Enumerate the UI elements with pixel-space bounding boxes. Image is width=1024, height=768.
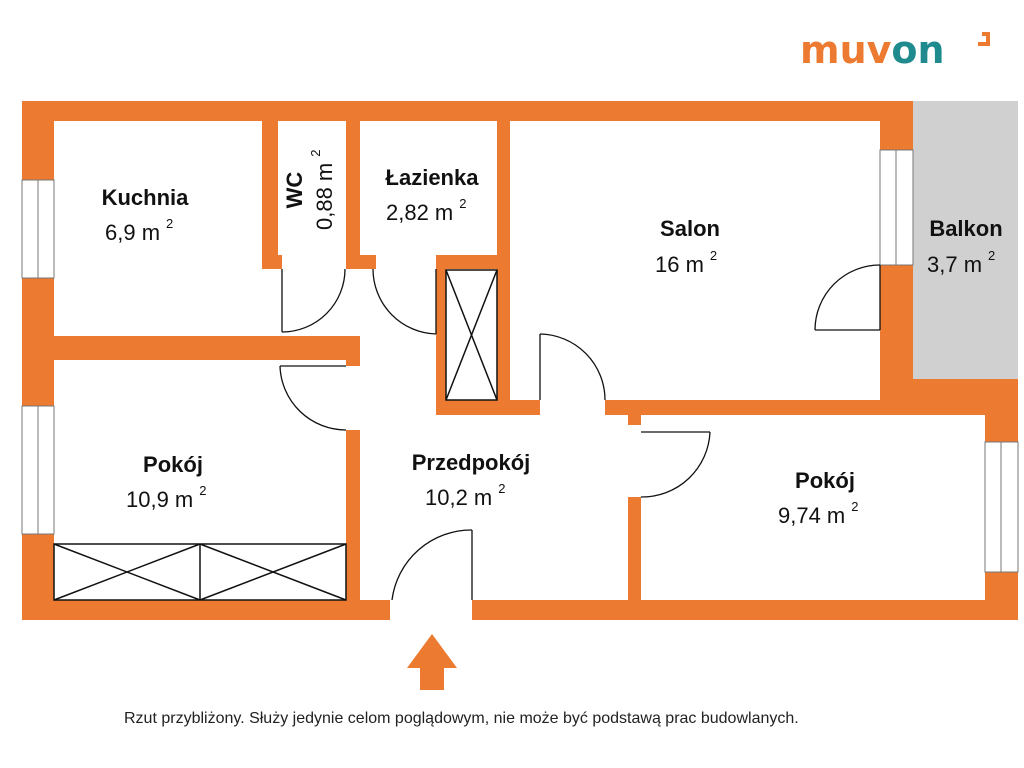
svg-text:muvon: muvon xyxy=(800,28,945,72)
brand-part2: on xyxy=(891,28,944,72)
room-right: Pokój 9,74 m 2 xyxy=(778,468,859,528)
room-area-sup: 2 xyxy=(851,499,858,514)
outer-walls xyxy=(22,101,1018,620)
room-hall: Przedpokój 10,2 m 2 xyxy=(412,450,531,510)
brand-logo: muvon xyxy=(800,28,990,72)
room-area: 0,88 m xyxy=(312,163,337,230)
room-wc: WC 0,88 m 2 xyxy=(282,150,337,231)
room-name: Salon xyxy=(660,216,720,241)
door-room-right xyxy=(640,431,711,498)
svg-text:16 m2: 16 m 2 xyxy=(655,248,717,277)
disclaimer-note: Rzut przybliżony. Służy jedynie celom po… xyxy=(124,710,799,727)
balcony-floor xyxy=(913,101,1018,379)
svg-text:6,9 m2: 6,9 m 2 xyxy=(105,216,173,245)
logo-mark-icon xyxy=(978,32,990,46)
door-entrance xyxy=(391,529,473,601)
interior-walls xyxy=(54,121,885,620)
room-area: 10,9 m xyxy=(126,487,193,512)
doors xyxy=(279,264,881,601)
room-area-sup: 2 xyxy=(498,481,505,496)
svg-text:3,7 m2: 3,7 m 2 xyxy=(927,248,995,277)
room-name: WC xyxy=(282,172,307,209)
room-left: Pokój 10,9 m 2 xyxy=(126,452,207,512)
room-balcony: Balkon 3,7 m 2 xyxy=(927,216,1003,277)
room-area: 10,2 m xyxy=(425,485,492,510)
door-bathroom xyxy=(372,268,437,335)
room-name: Balkon xyxy=(929,216,1002,241)
svg-text:9,74 m2: 9,74 m 2 xyxy=(778,499,859,528)
door-wc xyxy=(281,268,346,333)
svg-text:10,9 m2: 10,9 m 2 xyxy=(126,483,207,512)
room-name: Kuchnia xyxy=(102,185,190,210)
door-room-left xyxy=(279,365,347,431)
room-area: 9,74 m xyxy=(778,503,845,528)
door-salon xyxy=(539,333,606,401)
arrow-up-icon xyxy=(407,634,457,690)
room-salon: Salon 16 m 2 xyxy=(655,216,720,277)
svg-text:0,88 m2: 0,88 m 2 xyxy=(308,150,337,231)
room-bathroom: Łazienka 2,82 m 2 xyxy=(386,165,480,225)
wardrobe-room xyxy=(53,543,347,601)
room-area-sup: 2 xyxy=(710,248,717,263)
room-kitchen: Kuchnia 6,9 m 2 xyxy=(102,185,190,245)
room-area: 3,7 m xyxy=(927,252,982,277)
windows xyxy=(21,149,1019,573)
svg-text:2,82 m2: 2,82 m 2 xyxy=(386,196,467,225)
room-area-sup: 2 xyxy=(308,150,323,157)
brand-part1: muv xyxy=(800,28,892,72)
svg-text:10,2 m2: 10,2 m 2 xyxy=(425,481,506,510)
wardrobe-hall xyxy=(445,269,498,401)
door-balcony xyxy=(814,264,881,331)
room-area-sup: 2 xyxy=(459,196,466,211)
room-area: 6,9 m xyxy=(105,220,160,245)
room-area: 16 m xyxy=(655,252,704,277)
room-area-sup: 2 xyxy=(988,248,995,263)
room-area: 2,82 m xyxy=(386,200,453,225)
room-name: Pokój xyxy=(143,452,203,477)
room-name: Pokój xyxy=(795,468,855,493)
room-area-sup: 2 xyxy=(199,483,206,498)
room-area-sup: 2 xyxy=(166,216,173,231)
room-name: Łazienka xyxy=(386,165,480,190)
room-name: Przedpokój xyxy=(412,450,531,475)
